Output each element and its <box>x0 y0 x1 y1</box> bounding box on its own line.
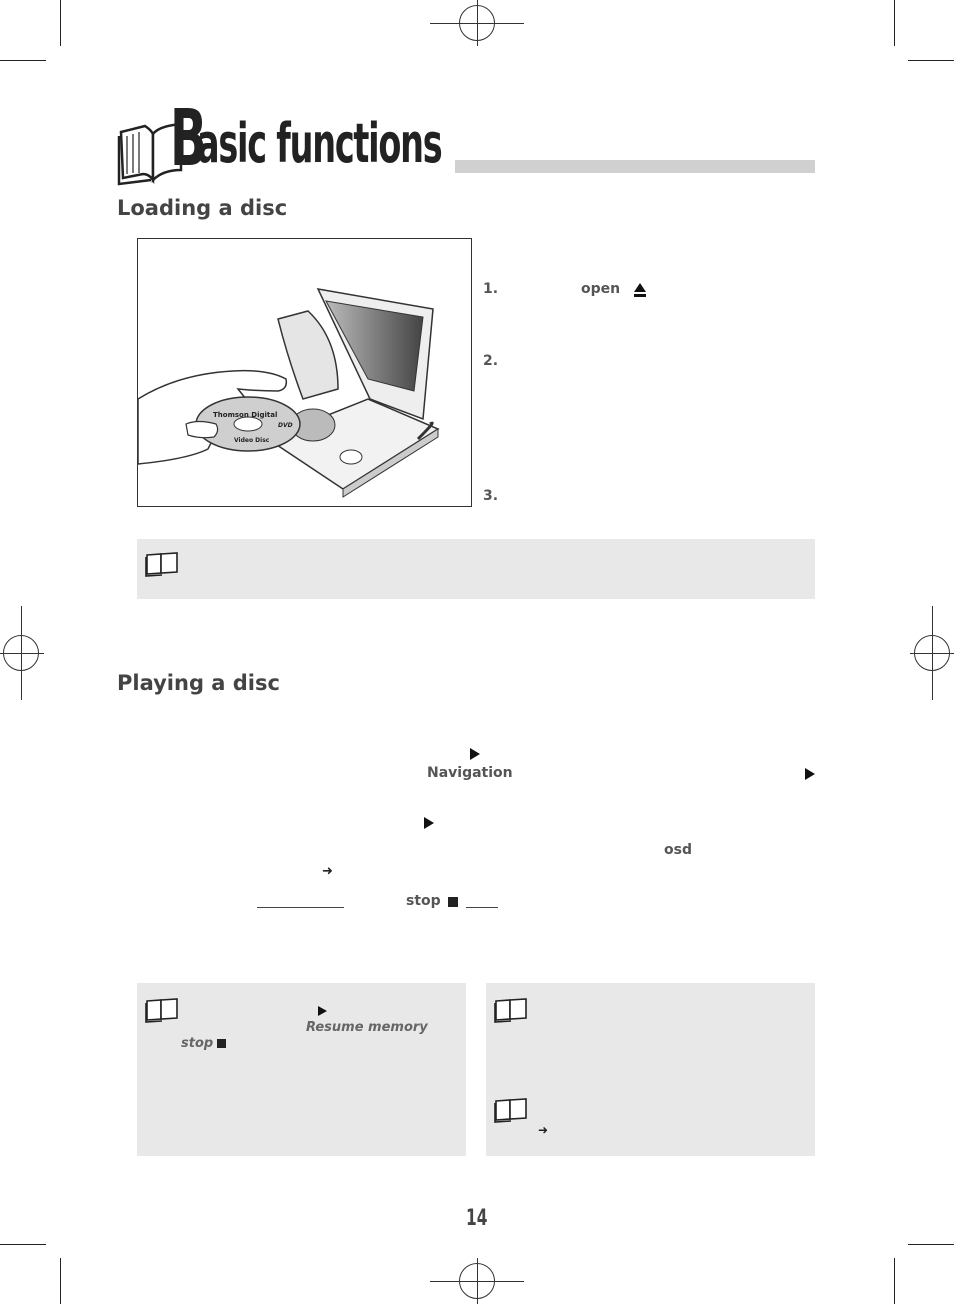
crop-mark <box>908 1244 954 1245</box>
disc-label-bottom: Video Disc <box>234 437 270 444</box>
play-triangle-icon <box>424 817 434 829</box>
crop-mark <box>0 60 46 61</box>
play-triangle-icon <box>805 768 815 780</box>
underline <box>257 907 344 908</box>
play-triangle-icon <box>318 1006 327 1016</box>
note-box-loading <box>137 539 815 599</box>
crop-mark <box>0 1244 46 1245</box>
note-box-tips: ➜ <box>486 983 815 1156</box>
play-triangle-icon <box>470 748 480 760</box>
crop-mark <box>60 1258 61 1304</box>
step-number: 3. <box>483 488 499 504</box>
section-heading-loading: Loading a disc <box>117 196 288 220</box>
eject-icon <box>634 283 646 297</box>
disc-label-top: Thomson Digital <box>213 411 277 419</box>
underline <box>466 907 498 908</box>
crop-mark <box>894 0 895 46</box>
open-book-icon <box>494 1098 527 1123</box>
right-arrow-icon: ➜ <box>322 864 333 879</box>
title-rule <box>455 160 815 173</box>
illustration-loading-disc: Thomson Digital Video Disc DVD <box>137 238 472 507</box>
page-title: asic functions <box>197 112 443 175</box>
crop-mark <box>894 1258 895 1304</box>
open-book-icon <box>494 998 527 1023</box>
keyword-stop: stop <box>181 1036 214 1051</box>
stop-square-icon <box>448 897 458 907</box>
step-number: 1. <box>483 281 499 297</box>
page-number: 14 <box>466 1206 488 1231</box>
section-heading-playing: Playing a disc <box>117 671 280 695</box>
disc-logo: DVD <box>278 422 293 429</box>
keyword-osd: osd <box>664 842 692 858</box>
keyword-stop: stop <box>406 893 441 909</box>
open-book-icon <box>117 122 183 186</box>
stop-square-icon <box>217 1039 226 1048</box>
open-book-icon <box>145 998 178 1023</box>
crop-mark <box>60 0 61 46</box>
open-book-icon <box>145 552 178 577</box>
keyword-navigation: Navigation <box>427 765 513 781</box>
page-title-initial: B <box>170 94 207 184</box>
note-box-resume: Resume memory stop <box>137 983 466 1156</box>
step-number: 2. <box>483 353 499 369</box>
keyword-open: open <box>581 281 621 297</box>
crop-mark <box>908 60 954 61</box>
right-arrow-icon: ➜ <box>538 1123 549 1137</box>
keyword-resume-memory: Resume memory <box>306 1020 428 1035</box>
